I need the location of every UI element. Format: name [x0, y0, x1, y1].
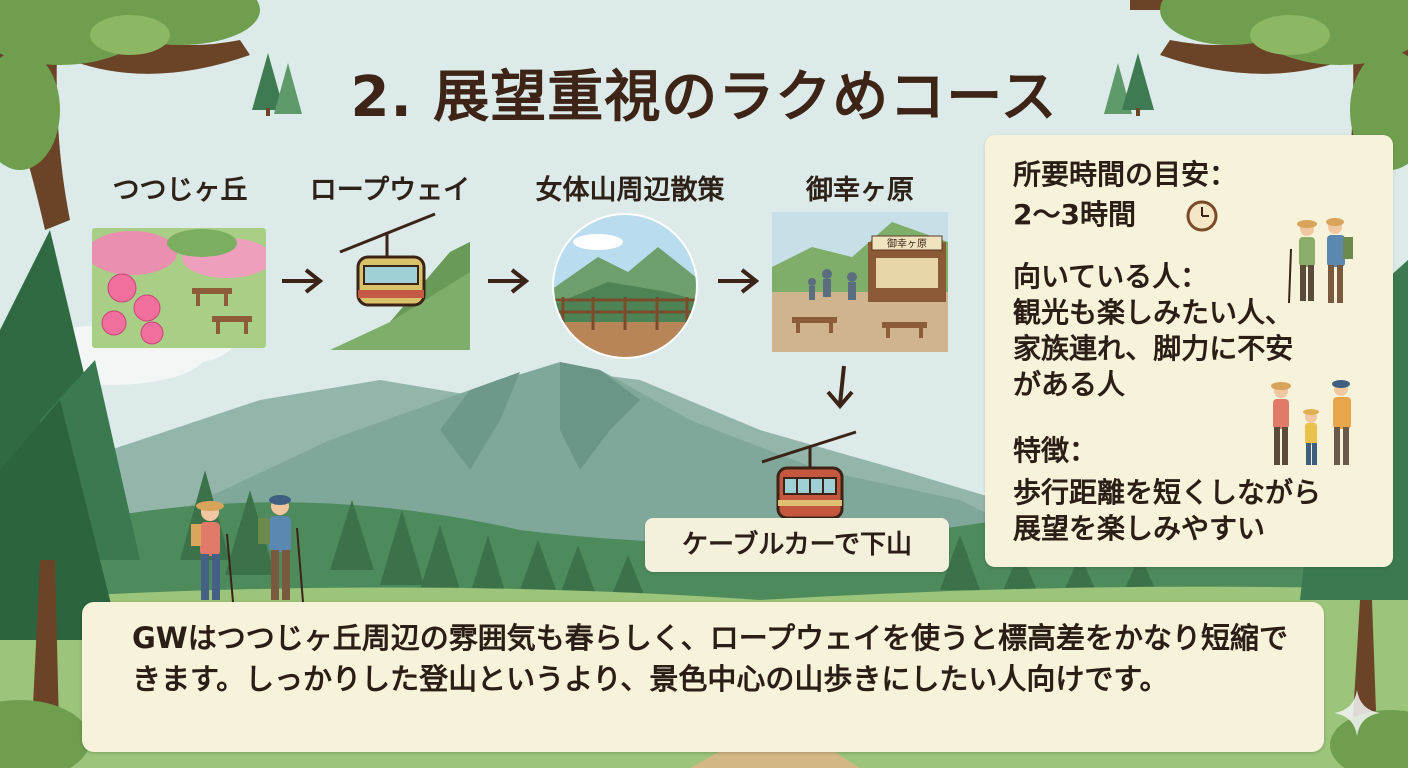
clock-icon	[1186, 200, 1218, 232]
feature-heading: 特徴：	[1013, 434, 1098, 467]
time-value: 2〜3時間	[1013, 198, 1136, 231]
step-label-tsutsujigaoka: つつじヶ丘	[112, 175, 248, 206]
arrow-right-icon	[718, 268, 760, 294]
rest-area-icon: 御幸ヶ原	[772, 212, 948, 352]
pine-tree-icon	[1104, 53, 1154, 116]
feature-line-2: 展望を楽しみやすい	[1013, 512, 1266, 545]
pine-tree-icon	[252, 53, 302, 116]
time-heading: 所要時間の目安：	[1013, 158, 1238, 191]
sign-text: 御幸ヶ原	[887, 237, 927, 250]
audience-line-3: がある人	[1013, 368, 1126, 401]
arrow-right-icon	[282, 268, 324, 294]
step-label-nyotaisan: 女体山周辺散策	[535, 175, 725, 206]
info-panel: 所要時間の目安： 2〜3時間 向いている人： 観光も楽しみたい人、 家族連れ、脚…	[985, 135, 1393, 567]
hikers-icon	[191, 495, 304, 603]
step-label-ropeway: ロープウェイ	[309, 175, 471, 206]
audience-line-1: 観光も楽しみたい人、	[1013, 296, 1294, 329]
azalea-icon	[92, 228, 266, 348]
audience-heading: 向いている人：	[1013, 260, 1209, 293]
summary-text: GWはつつじヶ丘周辺の雰囲気も春らしく、ロープウェイを使うと標高差をかなり短縮で…	[132, 621, 1289, 696]
family-icon	[1271, 380, 1351, 465]
viewpoint-icon	[552, 213, 698, 359]
audience-line-2: 家族連れ、脚力に不安	[1013, 332, 1294, 365]
cable-car-icon	[761, 430, 857, 520]
feature-line-1: 歩行距離を短くしながら	[1013, 476, 1322, 509]
ropeway-gondola-icon	[330, 212, 470, 350]
cable-car-descent-label: ケーブルカーで下山	[645, 518, 949, 572]
summary-box: GWはつつじヶ丘周辺の雰囲気も春らしく、ロープウェイを使うと標高差をかなり短縮で…	[82, 602, 1324, 752]
step-label-miyukigahara: 御幸ヶ原	[806, 175, 914, 206]
hikers-icon	[1288, 218, 1353, 304]
page-title: 2. 展望重視のラクめコース	[350, 65, 1058, 130]
arrow-down-icon	[826, 365, 854, 410]
arrow-right-icon	[488, 268, 530, 294]
sparkle-icon	[1334, 690, 1380, 736]
